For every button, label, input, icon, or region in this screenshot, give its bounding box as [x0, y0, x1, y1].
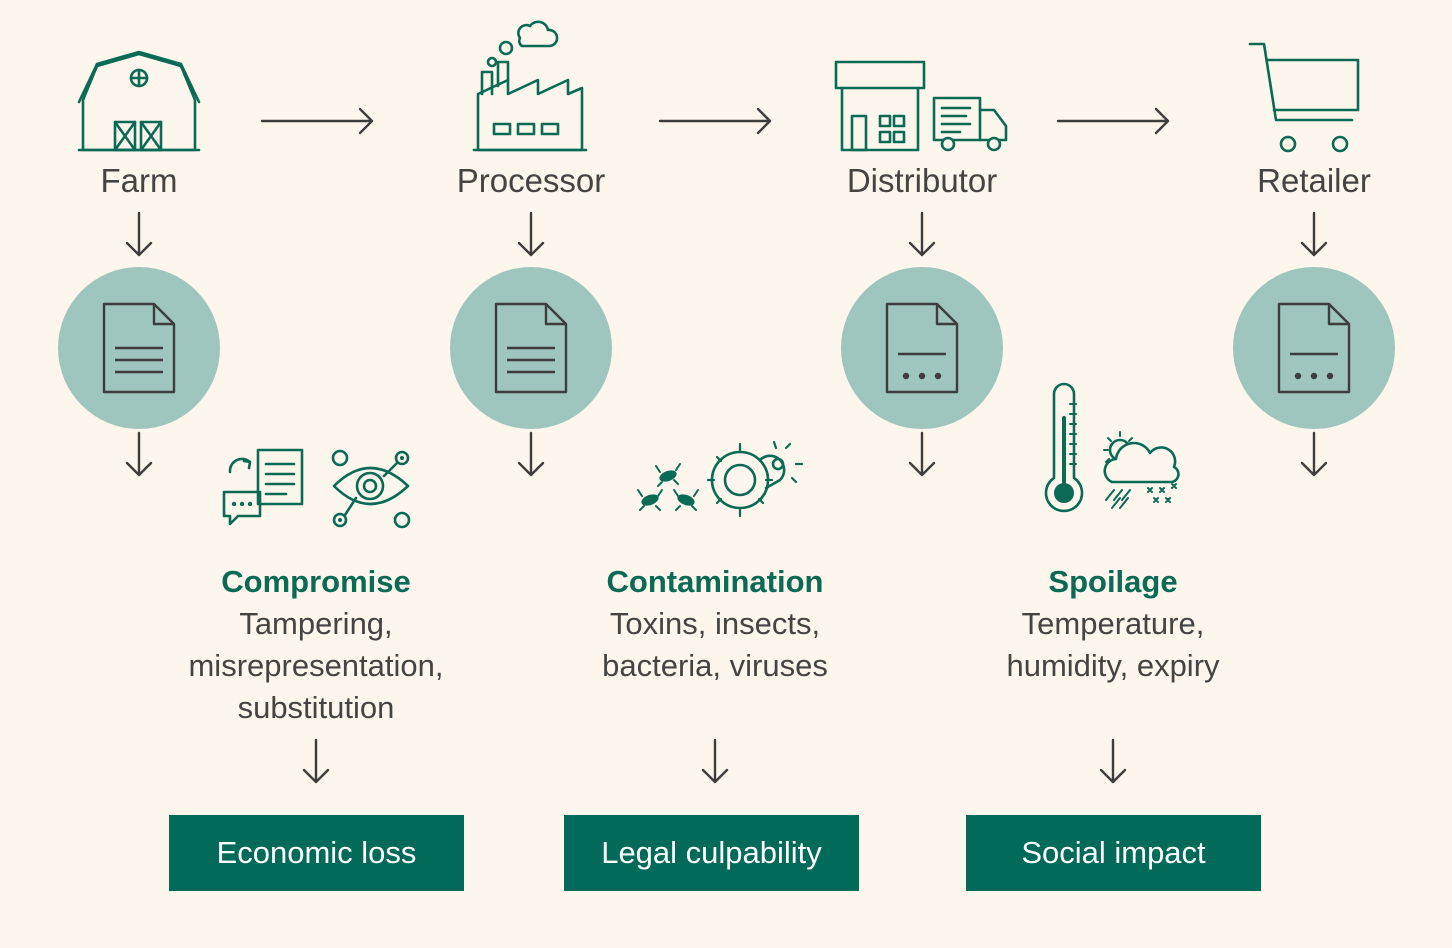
- risk-description-line: Toxins, insects,: [609, 606, 821, 641]
- eye-network-icon: [331, 449, 411, 529]
- risk-description-line: humidity, expiry: [1006, 648, 1220, 683]
- flow-arrow-farm-processor: [260, 107, 374, 135]
- risk-description-spoilage: Temperature, humidity, expiry: [933, 603, 1293, 687]
- outcome-social-impact: Social impact: [966, 815, 1261, 891]
- down-arrow-processor-top: [517, 211, 545, 257]
- outcome-economic-loss: Economic loss: [169, 815, 464, 891]
- down-arrow-compromise: [302, 738, 330, 784]
- bacteria-icon: [706, 440, 804, 518]
- risk-description-line: Temperature,: [1021, 606, 1205, 641]
- risk-title-contamination: Contamination: [606, 564, 824, 599]
- weather-cloud-icon: [1103, 431, 1180, 509]
- down-arrow-spoilage: [1099, 738, 1127, 784]
- document-icon: [102, 302, 176, 394]
- risk-description-line: Tampering,: [239, 606, 393, 641]
- stage-label-distributor: Distributor: [846, 162, 998, 199]
- down-arrow-farm-bottom: [125, 431, 153, 477]
- thermometer-icon: [1044, 382, 1084, 513]
- document-circle-processor: [450, 267, 612, 429]
- warehouse-truck-icon: [834, 60, 1008, 152]
- down-arrow-distributor-top: [908, 211, 936, 257]
- flow-arrow-processor-distributor: [658, 107, 772, 135]
- down-arrow-retailer-bottom: [1300, 431, 1328, 477]
- flow-arrow-distributor-retailer: [1056, 107, 1170, 135]
- chat-document-icon: [222, 448, 304, 526]
- outcome-legal-culpability: Legal culpability: [564, 815, 859, 891]
- document-circle-farm: [58, 267, 220, 429]
- document-icon: [494, 302, 568, 394]
- document-circle-retailer: [1233, 267, 1395, 429]
- risk-description-line: bacteria, viruses: [602, 648, 828, 683]
- down-arrow-processor-bottom: [517, 431, 545, 477]
- factory-icon: [472, 20, 588, 152]
- down-arrow-retailer-top: [1300, 211, 1328, 257]
- risk-title-compromise: Compromise: [221, 564, 411, 599]
- insects-icon: [637, 463, 699, 511]
- down-arrow-farm-top: [125, 211, 153, 257]
- risk-description-contamination: Toxins, insects, bacteria, viruses: [535, 603, 895, 687]
- document-circle-distributor: [841, 267, 1003, 429]
- down-arrow-contamination: [701, 738, 729, 784]
- shopping-cart-icon: [1248, 42, 1360, 153]
- risk-description-line: substitution: [237, 690, 395, 725]
- document-icon: [885, 302, 959, 394]
- stage-label-farm: Farm: [100, 162, 178, 199]
- risk-title-spoilage: Spoilage: [1048, 564, 1178, 599]
- document-icon: [1277, 302, 1351, 394]
- barn-icon: [77, 50, 201, 152]
- stage-label-retailer: Retailer: [1257, 162, 1371, 199]
- risk-description-line: misrepresentation,: [188, 648, 444, 683]
- stage-label-processor: Processor: [456, 162, 606, 199]
- risk-description-compromise: Tampering, misrepresentation, substituti…: [136, 603, 496, 729]
- down-arrow-distributor-bottom: [908, 431, 936, 477]
